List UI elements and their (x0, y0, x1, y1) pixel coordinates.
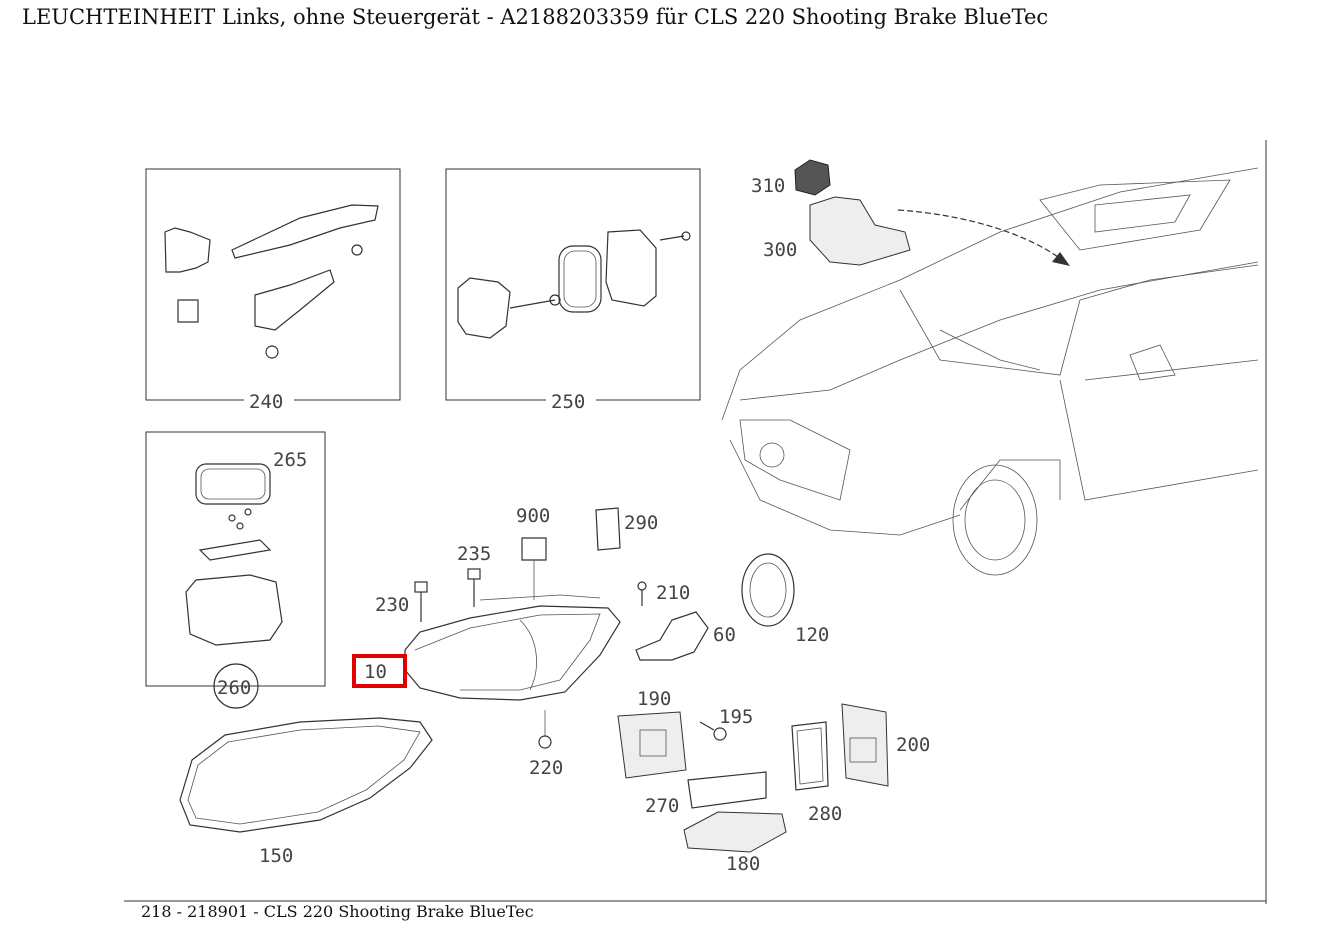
location-arrow (897, 209, 1066, 263)
label-190: 190 (637, 688, 671, 710)
label-270: 270 (645, 795, 679, 817)
part-190[interactable]: 190 (617, 688, 687, 779)
clip-part (177, 299, 199, 323)
module-housing-part (185, 574, 283, 646)
part-10-headlamp[interactable]: 10 (352, 594, 621, 701)
label-310: 310 (751, 175, 785, 197)
screw-part (351, 244, 363, 256)
label-60: 60 (713, 624, 736, 646)
label-265: 265 (273, 449, 307, 471)
label-240: 240 (249, 391, 283, 413)
part-150[interactable]: 150 (179, 717, 433, 867)
page-footer: 218 - 218901 - CLS 220 Shooting Brake Bl… (141, 902, 534, 921)
seal-ring-part (558, 245, 602, 313)
vehicle-illustration (721, 167, 1259, 576)
part-200[interactable]: 200 (841, 703, 930, 787)
label-180: 180 (726, 853, 760, 875)
part-280[interactable]: 280 (791, 721, 842, 825)
bracket-lower-part (254, 269, 335, 331)
part-290[interactable]: 290 (595, 507, 658, 551)
label-10: 10 (364, 661, 387, 683)
label-195: 195 (719, 706, 753, 728)
label-210: 210 (656, 582, 690, 604)
label-900: 900 (516, 505, 550, 527)
screw-lower-part (265, 345, 279, 359)
label-280: 280 (808, 803, 842, 825)
bracket-part (164, 227, 211, 273)
part-270[interactable]: 270 (645, 771, 767, 817)
part-900[interactable]: 900 (516, 505, 550, 600)
part-235[interactable]: 235 (457, 543, 491, 607)
part-220[interactable]: 220 (529, 710, 563, 779)
motor-part (457, 277, 511, 339)
highlight-box (352, 654, 407, 688)
label-230: 230 (375, 594, 409, 616)
group-box-250[interactable]: 250 (445, 168, 701, 413)
label-235: 235 (457, 543, 491, 565)
part-210[interactable]: 210 (637, 581, 690, 606)
label-300: 300 (763, 239, 797, 261)
label-200: 200 (896, 734, 930, 756)
frame-part (605, 229, 657, 307)
label-120: 120 (795, 624, 829, 646)
group-box-240[interactable]: 240 (145, 168, 401, 413)
label-220: 220 (529, 757, 563, 779)
part-180[interactable]: 180 (683, 811, 787, 875)
label-250: 250 (551, 391, 585, 413)
part-60[interactable]: 60 (635, 611, 736, 661)
part-120[interactable]: 120 (741, 553, 829, 646)
page-title: LEUCHTEINHEIT Links, ohne Steuergerät - … (22, 5, 1049, 29)
label-290: 290 (624, 512, 658, 534)
board-part (198, 539, 272, 561)
part-310[interactable]: 310 (751, 159, 831, 197)
part-195[interactable]: 195 (699, 706, 753, 741)
part-300[interactable]: 300 (763, 196, 911, 266)
label-260: 260 (217, 677, 251, 699)
group-box-260[interactable]: 260 265 (145, 431, 326, 709)
label-150: 150 (259, 845, 293, 867)
bracket-arm-part (231, 204, 379, 259)
part-230[interactable]: 230 (375, 581, 428, 622)
gasket-part (195, 463, 271, 505)
